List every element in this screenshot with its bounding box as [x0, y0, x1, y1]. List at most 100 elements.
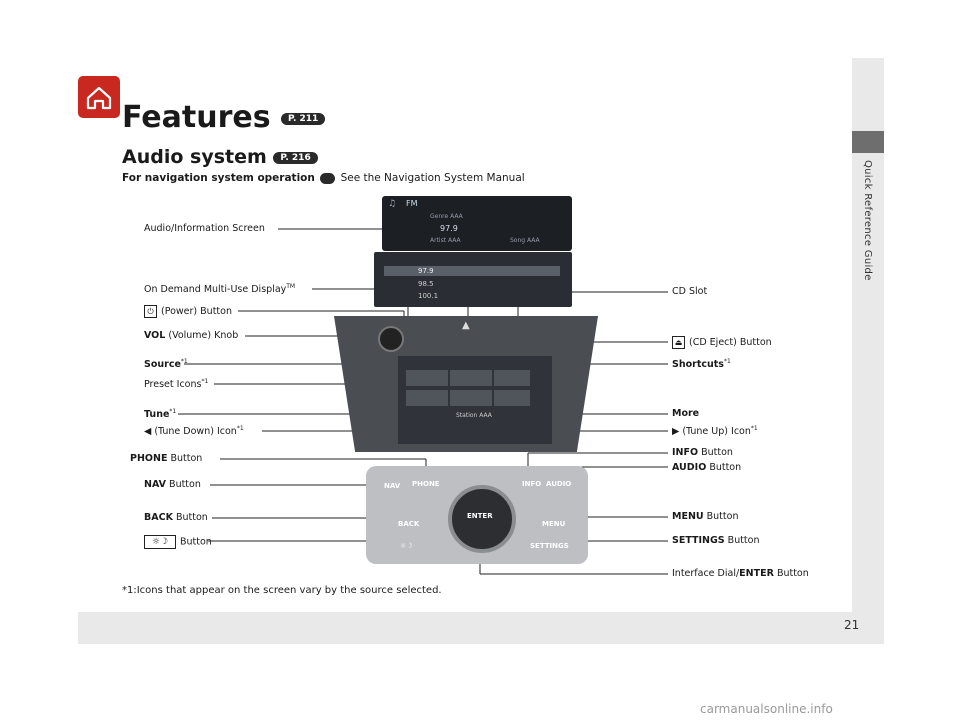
- label-info-bold: INFO: [672, 447, 699, 458]
- label-vol-bold: VOL: [144, 330, 166, 341]
- audio-button[interactable]: AUDIO: [546, 480, 572, 488]
- label-shortcuts: Shortcuts*1: [672, 358, 731, 370]
- settings-button[interactable]: SETTINGS: [530, 542, 569, 550]
- enter-button[interactable]: ENTER: [467, 512, 493, 520]
- tune-down-icon: ◀: [144, 426, 155, 438]
- song-label: Song AAA: [510, 237, 540, 244]
- watermark: carmanualsonline.info: [700, 702, 833, 716]
- label-info-text: Button: [701, 447, 733, 458]
- label-audio-text: Button: [709, 462, 742, 473]
- footnote-ref: *1: [723, 358, 731, 365]
- label-preset: Preset Icons*1: [144, 378, 208, 390]
- nav-note: For navigation system operation See the …: [122, 172, 525, 184]
- label-power: ⏻ (Power) Button: [144, 305, 232, 318]
- back-button[interactable]: BACK: [398, 520, 420, 528]
- label-source: Source*1: [144, 358, 188, 370]
- label-tune-up-text: (Tune Up) Icon: [682, 426, 751, 438]
- label-tune-down: ◀ (Tune Down) Icon*1: [144, 425, 244, 437]
- footnote-ref: *1: [201, 378, 209, 385]
- station-label: Station AAA: [456, 412, 492, 419]
- label-more: More: [672, 408, 699, 419]
- label-cd-slot: CD Slot: [672, 286, 708, 297]
- label-day-night: ☼☽ Button: [144, 535, 212, 549]
- nav-note-link[interactable]: See the Navigation System Manual: [340, 172, 525, 184]
- label-settings-text: Button: [727, 535, 760, 546]
- page-number: 21: [844, 618, 860, 632]
- day-night-icon: ☼☽: [144, 535, 176, 549]
- label-phone-bold: PHONE: [130, 453, 168, 464]
- page-title: Features P. 211: [122, 100, 326, 135]
- interface-dial[interactable]: ENTER: [448, 485, 516, 553]
- page-title-text: Features: [122, 100, 271, 135]
- label-nav-bold: NAV: [144, 479, 167, 490]
- label-vol-text: (Volume) Knob: [168, 330, 239, 341]
- label-dial-bold: ENTER: [739, 568, 774, 579]
- label-dial-pre: Interface Dial/: [672, 568, 740, 579]
- label-audio: AUDIO Button: [672, 462, 741, 473]
- label-on-demand: On Demand Multi-Use DisplayTM: [144, 283, 295, 295]
- label-phone: PHONE Button: [130, 453, 202, 464]
- footnote-ref: *1: [169, 408, 177, 415]
- preset-row: 98.5: [418, 280, 434, 288]
- phone-button[interactable]: PHONE: [412, 480, 440, 488]
- label-interface-dial: Interface Dial/ENTER Button: [672, 568, 809, 579]
- label-on-demand-text: On Demand Multi-Use Display: [144, 284, 287, 296]
- label-menu-text: Button: [706, 511, 739, 522]
- label-menu: MENU Button: [672, 511, 738, 522]
- label-tune: Tune*1: [144, 408, 176, 420]
- label-power-text: (Power) Button: [161, 306, 232, 317]
- label-info: INFO Button: [672, 447, 733, 458]
- preset-row: 100.1: [418, 292, 439, 300]
- menu-button[interactable]: MENU: [542, 520, 566, 528]
- label-vol: VOL (Volume) Knob: [144, 330, 238, 341]
- label-phone-text: Button: [170, 453, 203, 464]
- label-tune-up: ▶ (Tune Up) Icon*1: [672, 425, 758, 437]
- label-nav: NAV Button: [144, 479, 201, 490]
- footnote-ref: *1: [750, 425, 758, 432]
- label-back-bold: BACK: [144, 512, 173, 523]
- preset-row: 97.9: [418, 267, 434, 275]
- label-cd-eject: ⏏(CD Eject) Button: [672, 336, 772, 349]
- home-icon[interactable]: [78, 76, 120, 118]
- label-source-bold: Source: [144, 359, 181, 371]
- power-icon: ⏻: [144, 305, 157, 318]
- side-tab-marker: [852, 131, 884, 153]
- footnote-ref: *1: [180, 358, 188, 365]
- on-demand-multi-use-display[interactable]: Station AAA: [398, 356, 552, 444]
- artist-label: Artist AAA: [430, 237, 461, 244]
- footnote-ref: *1: [236, 425, 244, 432]
- label-more-bold: More: [672, 408, 700, 419]
- label-day-night-text: Button: [180, 536, 212, 548]
- label-tune-bold: Tune: [144, 409, 170, 421]
- section-title: Audio system P. 216: [122, 146, 318, 168]
- on-demand-upper-screen: 97.9 98.5 100.1: [374, 252, 572, 307]
- label-audio-bold: AUDIO: [672, 462, 707, 473]
- title-page-ref[interactable]: P. 211: [281, 112, 326, 125]
- label-settings: SETTINGS Button: [672, 535, 760, 546]
- side-tab-label: Quick Reference Guide: [862, 160, 873, 281]
- section-page-ref[interactable]: P. 216: [273, 151, 318, 164]
- info-button[interactable]: INFO: [522, 480, 542, 488]
- frequency-display: 97.9: [440, 224, 458, 233]
- eject-icon: ⏏: [672, 336, 685, 349]
- music-note-icon: ♫: [388, 199, 397, 209]
- footnote: *1:Icons that appear on the screen vary …: [122, 585, 442, 596]
- label-back: BACK Button: [144, 512, 208, 523]
- day-night-button[interactable]: ☼☽: [400, 542, 413, 550]
- label-settings-bold: SETTINGS: [672, 535, 725, 546]
- hazard-icon: ▲: [462, 320, 470, 331]
- label-shortcuts-bold: Shortcuts: [672, 359, 724, 371]
- tune-up-icon: ▶: [672, 426, 683, 438]
- volume-knob[interactable]: [378, 326, 404, 352]
- preset-highlight: [384, 266, 560, 276]
- nav-button[interactable]: NAV: [384, 482, 401, 490]
- label-nav-text: Button: [169, 479, 201, 490]
- nav-note-bold: For navigation system operation: [122, 172, 315, 184]
- audio-information-screen: ♫ FM Genre AAA 97.9 Artist AAA Song AAA: [382, 196, 572, 251]
- link-arrow-icon: [320, 172, 336, 184]
- genre-label: Genre AAA: [430, 213, 463, 220]
- label-back-text: Button: [175, 512, 208, 523]
- label-menu-bold: MENU: [672, 511, 704, 522]
- label-dial-post: Button: [776, 568, 809, 579]
- label-audio-screen: Audio/Information Screen: [144, 223, 265, 234]
